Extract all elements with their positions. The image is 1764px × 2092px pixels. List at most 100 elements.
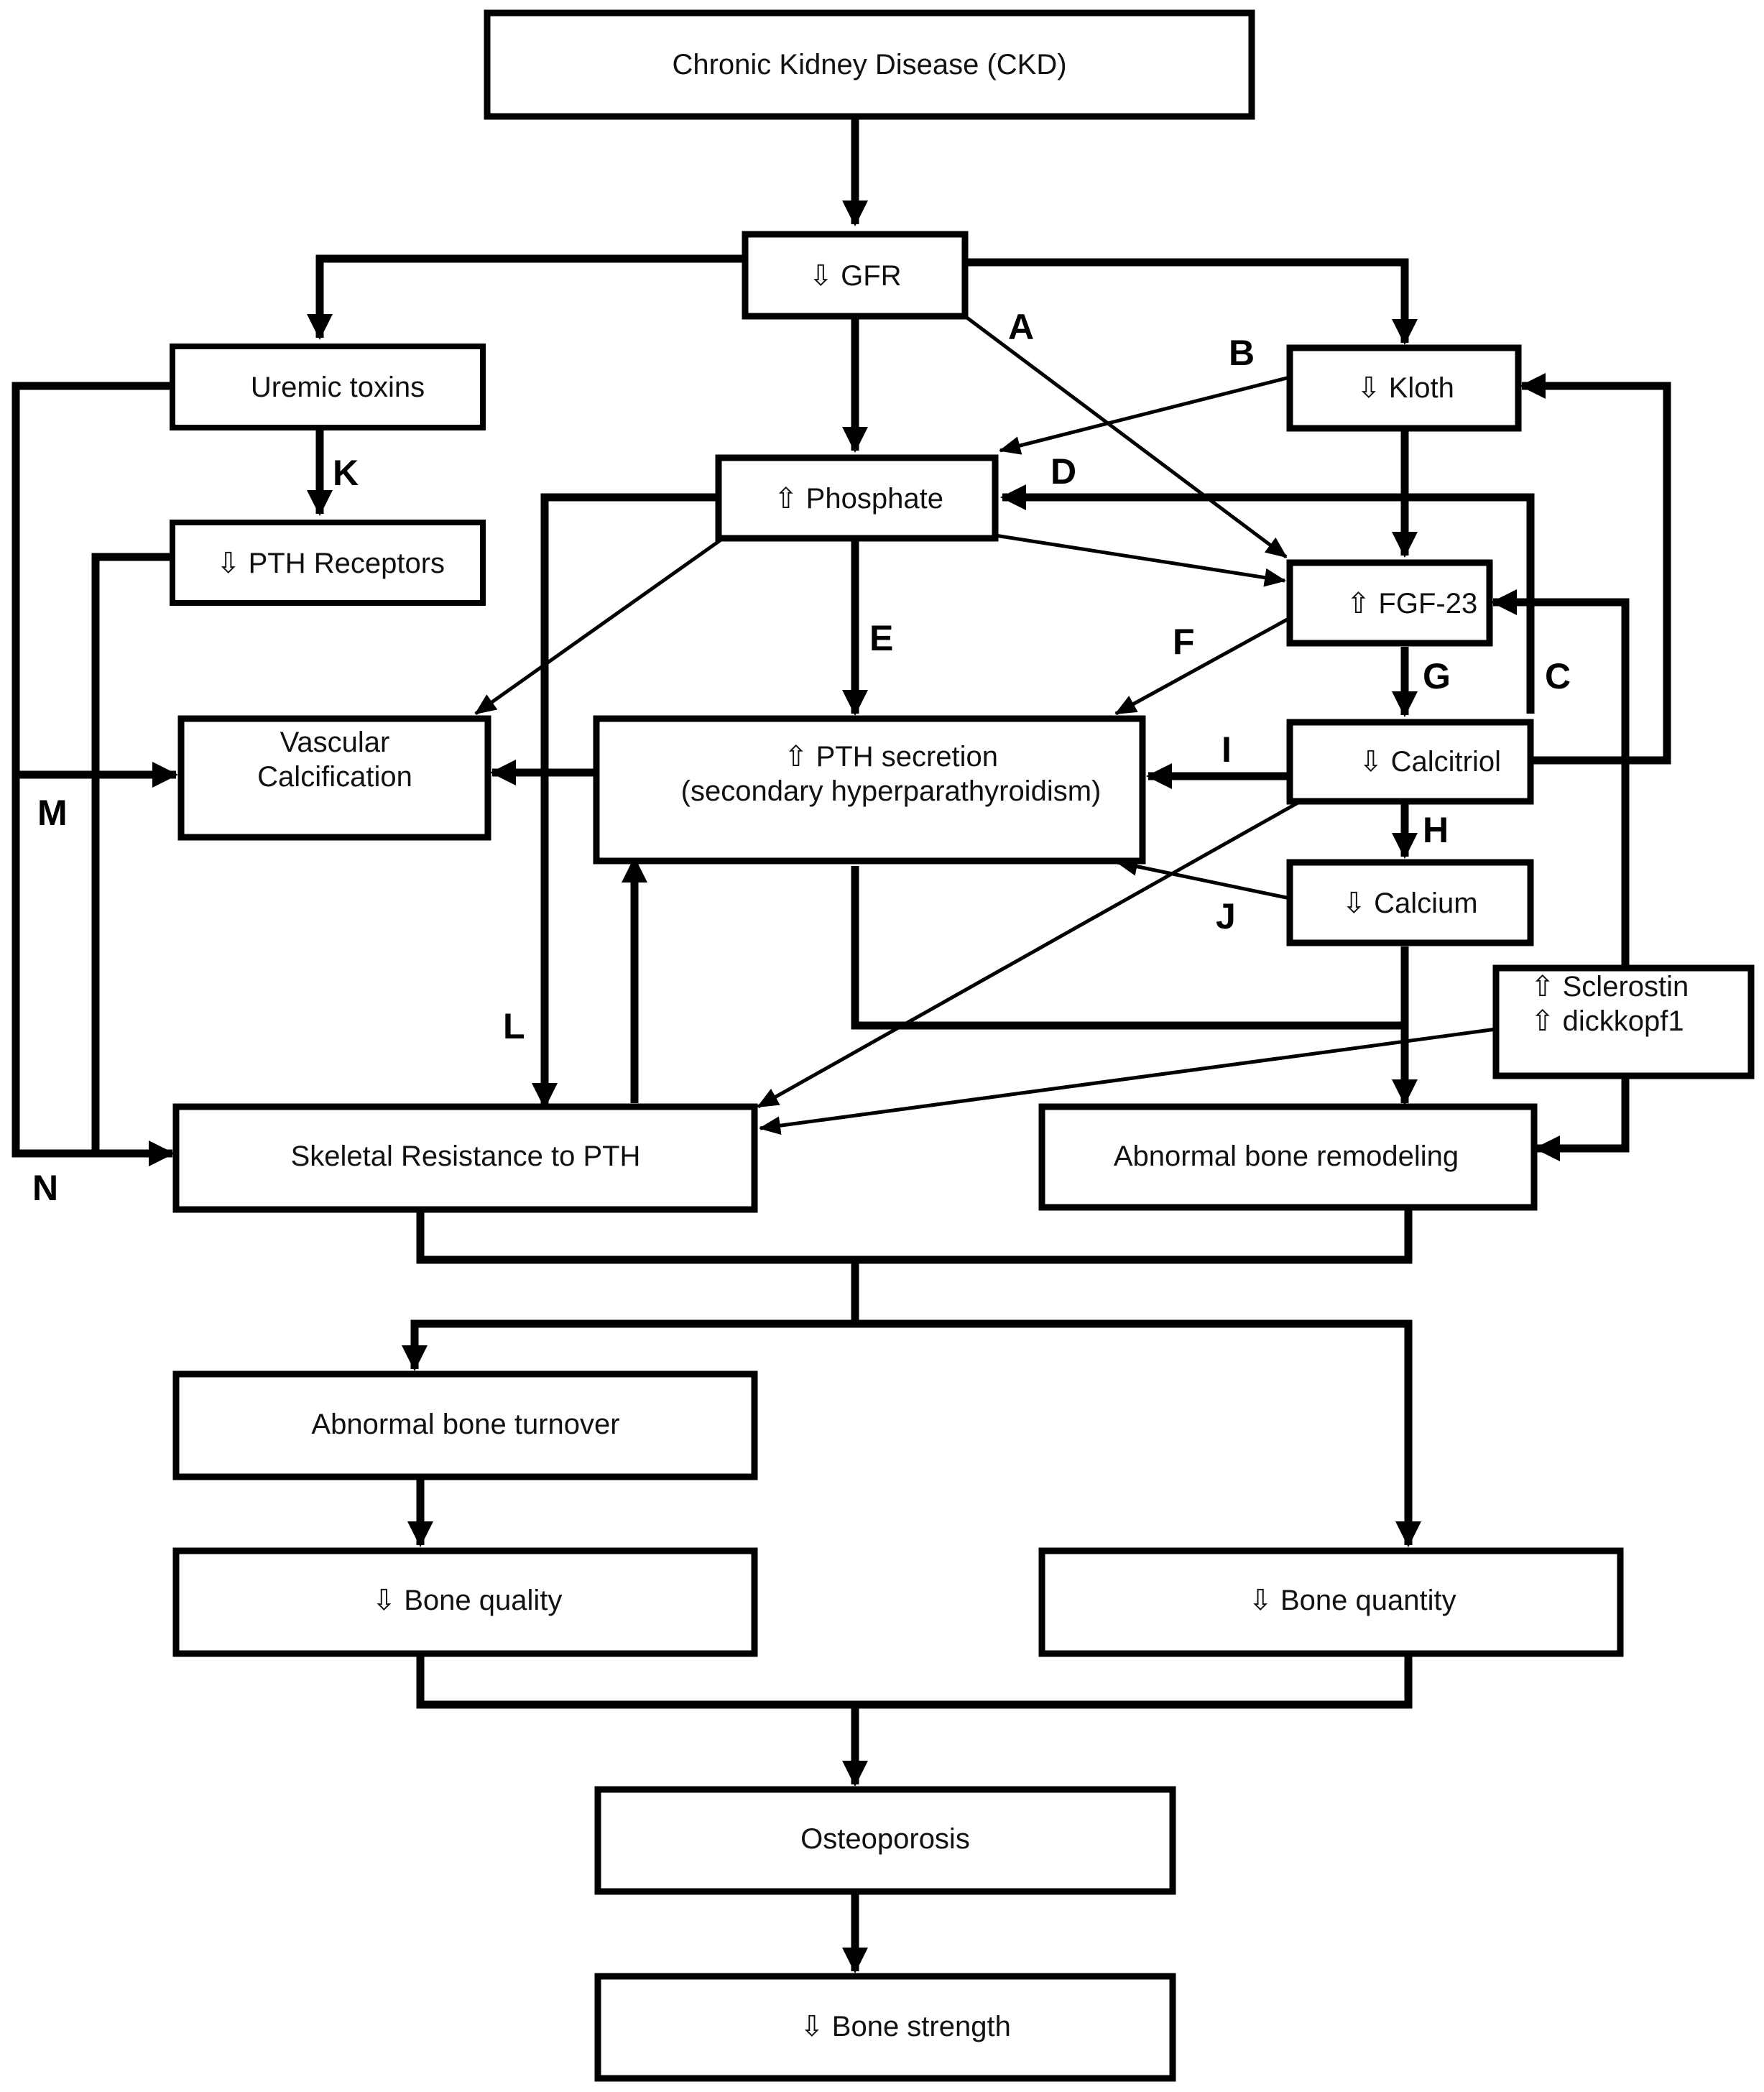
edge-phosphate-vascular	[474, 537, 724, 716]
edge-phosphate-fgf23	[994, 533, 1286, 587]
node-text-line: Osteoporosis	[800, 1823, 970, 1855]
edge-label-k: K	[333, 453, 359, 493]
node-text-line: ⇩ Bone quantity	[1248, 1585, 1456, 1616]
node-bone-quantity: ⇩ Bone quantity	[1038, 1547, 1624, 1657]
node-gfr: ⇩ GFR	[742, 231, 969, 320]
node-text-line: Skeletal Resistance to PTH	[291, 1141, 641, 1172]
node-text-line: ⇩ Kloth	[1357, 372, 1454, 404]
node-osteoporosis: Osteoporosis	[594, 1786, 1176, 1895]
node-calcium: ⇩ Calcium	[1286, 859, 1534, 946]
node-fgf23: ⇧ FGF-23	[1286, 559, 1493, 647]
edge-a-gfr-fgf23	[964, 314, 1288, 559]
edge-j-calcium-pth	[1116, 857, 1290, 900]
edge-label-f: F	[1173, 622, 1195, 662]
node-bone-strength: ⇩ Bone strength	[594, 1973, 1176, 2082]
node-bone-strength-text: ⇩ Bone strength	[800, 2011, 1011, 2042]
edge-merge-lower	[416, 1653, 1413, 1709]
edge-label-n: N	[32, 1168, 58, 1208]
node-text-line: ⇧ PTH secretion	[784, 741, 998, 773]
edge-b-klotho-phosphate	[999, 375, 1290, 455]
node-phosphate: ⇧ Phosphate	[715, 454, 999, 542]
edge-label-l: L	[503, 1006, 525, 1046]
edge-gfr-uremic	[307, 254, 745, 340]
node-text-line: ⇧ FGF-23	[1347, 588, 1477, 619]
connectors	[11, 119, 1671, 1973]
node-text-line: ⇩ Bone quality	[372, 1585, 563, 1616]
edge-label-d: D	[1050, 451, 1076, 492]
edge-uremic-skeletal	[11, 775, 175, 1166]
edge-label-h: H	[1423, 810, 1449, 850]
node-abnormal-turnover-text: Abnormal bone turnover	[311, 1409, 619, 1440]
node-ckd: Chronic Kidney Disease (CKD)	[484, 9, 1255, 120]
edge-label-e: E	[869, 618, 893, 658]
node-klotho: ⇩ Kloth	[1286, 344, 1522, 432]
node-bone-quality-text: ⇩ Bone quality	[372, 1585, 563, 1616]
node-text-line: Abnormal bone turnover	[311, 1409, 619, 1440]
node-skeletal-resistance: Skeletal Resistance to PTH	[172, 1103, 758, 1213]
node-text-line: Chronic Kidney Disease (CKD)	[672, 49, 1066, 80]
node-bone-quality: ⇩ Bone quality	[172, 1547, 758, 1657]
node-text-line: Abnormal bone remodeling	[1114, 1141, 1459, 1172]
edge-label-a: A	[1008, 307, 1034, 347]
edge-f-fgf23-pth	[1114, 616, 1291, 716]
node-text-line: (secondary hyperparathyroidism)	[681, 775, 1102, 807]
node-calcitriol: ⇩ Calcitriol	[1286, 719, 1534, 805]
node-klotho-text: ⇩ Kloth	[1357, 372, 1454, 404]
edge-label-i: I	[1222, 729, 1232, 770]
node-text-line: ⇧ dickkopf1	[1530, 1005, 1684, 1037]
edge-split-quantity	[855, 1319, 1421, 1547]
edge-n-pthrec-skeletal	[91, 553, 172, 1150]
nodes: Chronic Kidney Disease (CKD) ⇩ GFR Uremi…	[170, 9, 1755, 2082]
node-text-line: ⇩ Bone strength	[800, 2011, 1011, 2042]
edge-label-g: G	[1423, 656, 1451, 696]
node-pth-secretion-text: ⇧ PTH secretion(secondary hyperparathyro…	[681, 741, 1102, 807]
node-calcium-text: ⇩ Calcium	[1342, 888, 1477, 919]
edge-label-b: B	[1229, 333, 1255, 373]
node-pth-receptors: ⇩ PTH Receptors	[170, 520, 486, 606]
node-text-line: ⇩ GFR	[808, 260, 901, 292]
node-abnormal-remodeling-text: Abnormal bone remodeling	[1114, 1141, 1459, 1172]
edge-dc-calcitriol-phosphate	[1000, 484, 1535, 714]
edge-sclerostin-remodeling	[1534, 1078, 1630, 1161]
node-text-line: Calcification	[257, 761, 412, 793]
node-skeletal-resistance-text: Skeletal Resistance to PTH	[291, 1141, 641, 1172]
node-text-line: ⇧ Sclerostin	[1530, 971, 1689, 1003]
node-phosphate-text: ⇧ Phosphate	[774, 483, 943, 515]
node-gfr-text: ⇩ GFR	[808, 260, 901, 292]
edge-labels: A B C D E F G H I J K L M N	[32, 307, 1571, 1208]
node-pth-receptors-text: ⇩ PTH Receptors	[216, 548, 445, 579]
edge-split-turnover	[402, 1319, 855, 1371]
edge-sclerostin-skeletal	[759, 1027, 1497, 1135]
node-fgf23-text: ⇧ FGF-23	[1347, 588, 1477, 619]
node-text-line: ⇧ Phosphate	[774, 483, 943, 515]
node-text-line: Vascular	[280, 727, 390, 758]
node-text-line: ⇩ PTH Receptors	[216, 548, 445, 579]
edge-merge-upper	[416, 1207, 1413, 1264]
edge-label-c: C	[1545, 656, 1571, 696]
node-text-line: ⇩ Calcium	[1342, 888, 1477, 919]
node-sclerostin: ⇧ Sclerostin⇧ dickkopf1	[1492, 964, 1755, 1079]
node-abnormal-turnover: Abnormal bone turnover	[172, 1370, 758, 1480]
node-text-line: ⇩ Calcitriol	[1359, 746, 1501, 778]
node-uremic-toxins: Uremic toxins	[170, 344, 486, 430]
node-pth-secretion: ⇧ PTH secretion(secondary hyperparathyro…	[593, 715, 1146, 865]
edge-calcitriol-skeletal	[757, 799, 1302, 1109]
edge-gfr-klotho	[965, 258, 1418, 345]
node-uremic-toxins-text: Uremic toxins	[251, 372, 425, 403]
edge-label-m: M	[37, 793, 68, 833]
edge-label-j: J	[1216, 896, 1236, 936]
edge-l-phosphate-skeletal	[532, 493, 719, 1109]
edge-calcitriol-klotho	[1520, 373, 1671, 765]
node-ckd-text: Chronic Kidney Disease (CKD)	[672, 49, 1066, 80]
node-sclerostin-text: ⇧ Sclerostin⇧ dickkopf1	[1530, 971, 1689, 1037]
node-osteoporosis-text: Osteoporosis	[800, 1823, 970, 1855]
edge-pth-remodeling	[851, 866, 1405, 1030]
edge-sclerostin-fgf23	[1491, 589, 1630, 967]
node-calcitriol-text: ⇩ Calcitriol	[1359, 746, 1501, 778]
node-abnormal-remodeling: Abnormal bone remodeling	[1038, 1103, 1538, 1211]
node-bone-quantity-text: ⇩ Bone quantity	[1248, 1585, 1456, 1616]
node-text-line: Uremic toxins	[251, 372, 425, 403]
